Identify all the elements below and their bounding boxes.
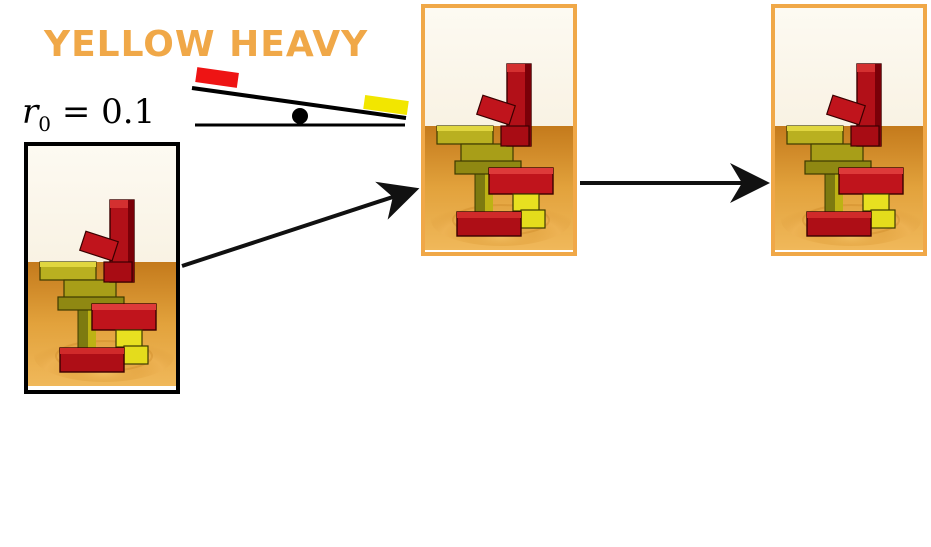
ratio-label: r0 = 0.1 — [22, 92, 155, 136]
initial-panel — [24, 142, 180, 394]
ratio-subscript: 0 — [38, 111, 51, 136]
ratio-value: 0.1 — [101, 92, 156, 132]
diagram-title: YELLOW HEAVY — [44, 24, 369, 65]
ratio-variable: r — [22, 92, 39, 132]
balance-scale-icon — [191, 67, 409, 127]
ratio-operator: = — [61, 92, 91, 132]
predicted-panel — [421, 4, 577, 256]
arrow-icon — [181, 181, 420, 268]
outcome-panel — [771, 4, 927, 256]
